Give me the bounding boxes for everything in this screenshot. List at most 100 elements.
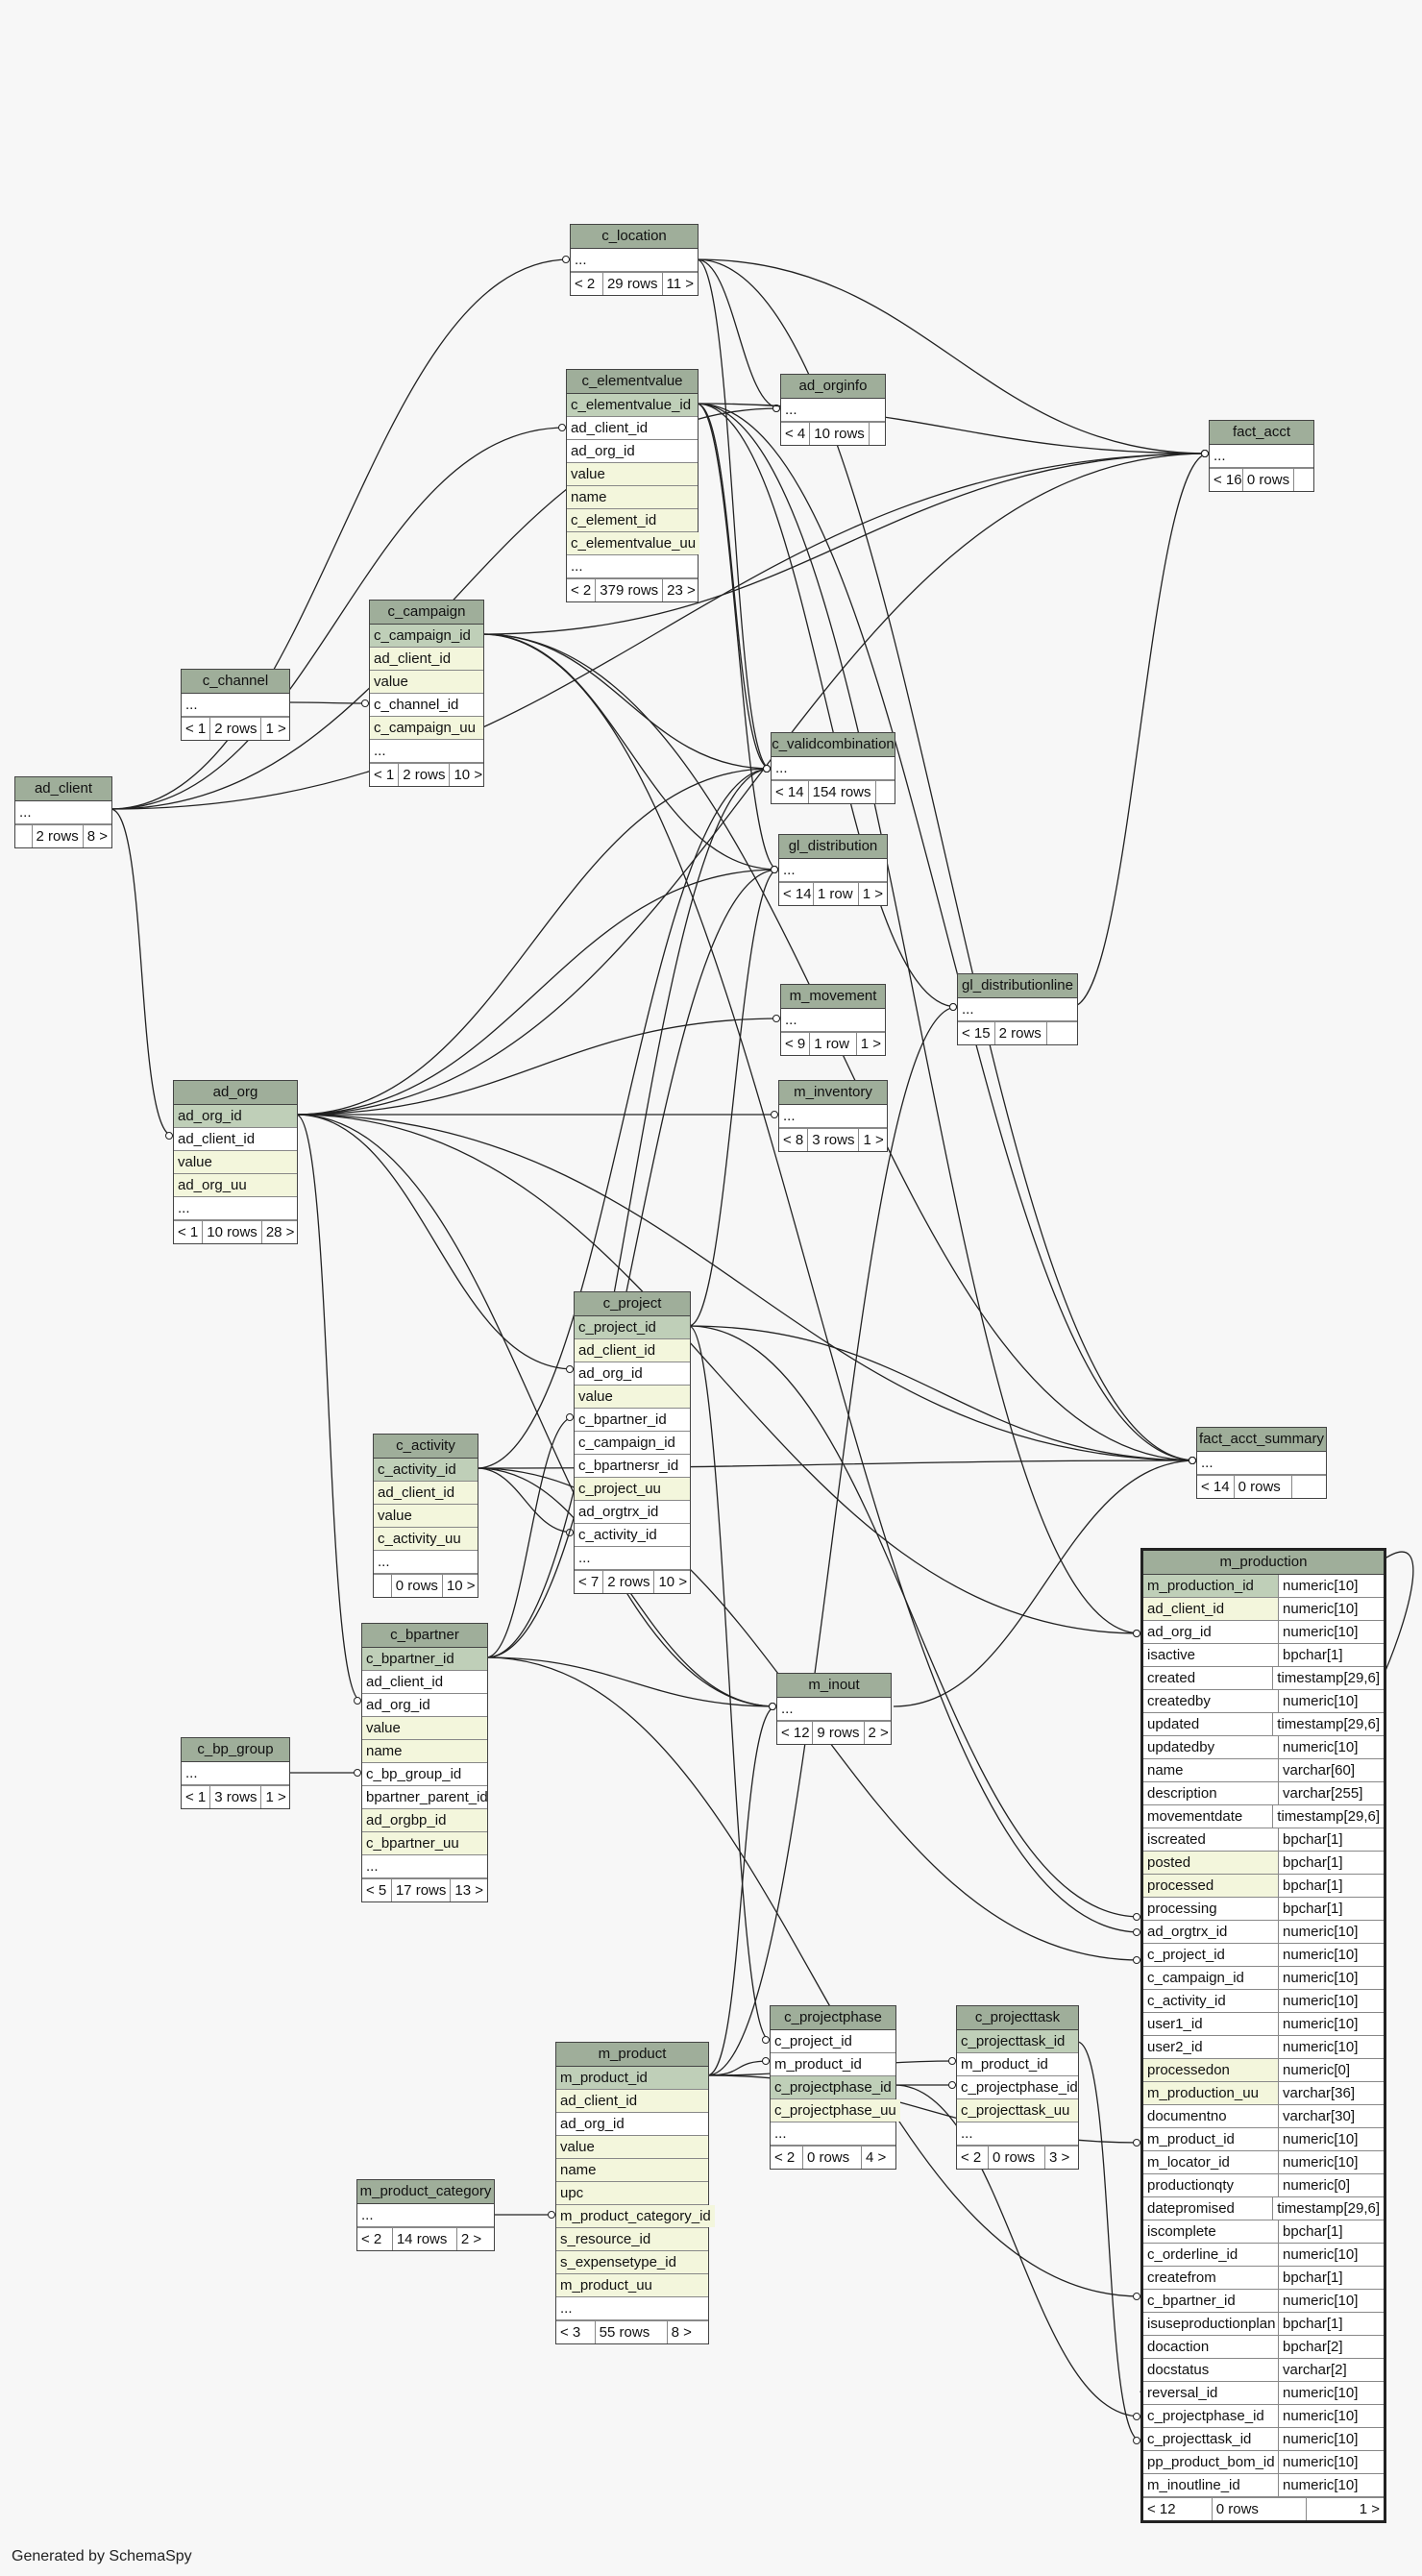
column-row[interactable]: ad_client_id bbox=[575, 1339, 690, 1362]
column-row[interactable]: value bbox=[370, 671, 483, 694]
column-row[interactable]: value bbox=[362, 1717, 487, 1740]
column-row[interactable]: bpartner_parent_id bbox=[362, 1786, 488, 1809]
column-row[interactable]: ... bbox=[556, 2297, 708, 2320]
column-row[interactable]: value bbox=[567, 463, 698, 486]
column-row[interactable]: c_projectphase_id bbox=[771, 2076, 895, 2099]
column-row[interactable]: ad_orgbp_id bbox=[362, 1809, 487, 1832]
column-row[interactable]: c_projectphase_uu bbox=[771, 2099, 900, 2122]
column-row[interactable]: m_product_id bbox=[957, 2053, 1078, 2076]
column-row[interactable]: m_product_id bbox=[556, 2067, 708, 2090]
column-row[interactable]: m_product_id bbox=[771, 2053, 895, 2076]
column-row[interactable]: c_activity_id bbox=[575, 1524, 690, 1547]
column-row[interactable]: c_element_id bbox=[567, 509, 698, 532]
column-row[interactable]: c_project_id bbox=[771, 2030, 895, 2053]
column-row[interactable]: ... bbox=[575, 1547, 690, 1570]
column-row[interactable]: upc bbox=[556, 2182, 708, 2205]
column-row[interactable]: ad_client_id bbox=[556, 2090, 708, 2113]
column-row[interactable]: ... bbox=[957, 2122, 1078, 2146]
column-row[interactable]: ... bbox=[182, 1762, 289, 1785]
column-row[interactable]: c_activity_uu bbox=[374, 1528, 478, 1551]
column-row[interactable]: value bbox=[174, 1151, 297, 1174]
column-row[interactable]: value bbox=[556, 2136, 708, 2159]
column-row[interactable]: ad_org_id bbox=[567, 440, 698, 463]
column-row[interactable]: ... bbox=[362, 1855, 487, 1878]
column-row[interactable]: ... bbox=[779, 859, 887, 882]
column-row[interactable]: ad_org_uu bbox=[174, 1174, 297, 1197]
column-row[interactable]: ad_client_id bbox=[567, 417, 698, 440]
column-row[interactable]: ad_orgtrx_id bbox=[575, 1501, 690, 1524]
column-row[interactable]: c_projecttask_id bbox=[957, 2030, 1078, 2053]
column-row[interactable]: c_elementvalue_id bbox=[567, 394, 698, 417]
column-row[interactable]: ... bbox=[777, 1698, 891, 1721]
column-row[interactable]: ... bbox=[571, 249, 698, 272]
column-row[interactable]: c_bp_group_id bbox=[362, 1763, 487, 1786]
column-row[interactable]: c_bpartner_id bbox=[362, 1648, 487, 1671]
column-row[interactable]: ad_client_id bbox=[362, 1671, 487, 1694]
column-row[interactable]: c_campaign_uu bbox=[370, 717, 483, 740]
column-row[interactable]: value bbox=[374, 1505, 478, 1528]
column-row[interactable]: ... bbox=[174, 1197, 297, 1220]
column-row[interactable]: ... bbox=[779, 1105, 887, 1128]
column-row[interactable]: name bbox=[567, 486, 698, 509]
column-row[interactable]: c_projecttask_uu bbox=[957, 2099, 1078, 2122]
column-row[interactable]: c_bpartnersr_id bbox=[575, 1455, 690, 1478]
column-row[interactable]: ... bbox=[772, 757, 895, 780]
column-row[interactable]: c_campaign_id bbox=[575, 1432, 690, 1455]
column-row[interactable]: ... bbox=[781, 399, 885, 422]
column-row[interactable]: c_channel_id bbox=[370, 694, 483, 717]
column-row[interactable]: name bbox=[362, 1740, 487, 1763]
column-row[interactable]: m_product_uu bbox=[556, 2274, 708, 2297]
column-row[interactable]: c_campaign_id bbox=[370, 625, 483, 648]
column-row[interactable]: ad_org_id bbox=[174, 1105, 297, 1128]
column-row[interactable]: ... bbox=[771, 2122, 895, 2146]
column-row[interactable]: ad_org_id bbox=[556, 2113, 708, 2136]
column-row[interactable]: ... bbox=[958, 998, 1077, 1021]
column-row[interactable]: name bbox=[556, 2159, 708, 2182]
column-row[interactable]: ad_org_id bbox=[575, 1362, 690, 1386]
column-row[interactable]: ad_client_id bbox=[174, 1128, 297, 1151]
